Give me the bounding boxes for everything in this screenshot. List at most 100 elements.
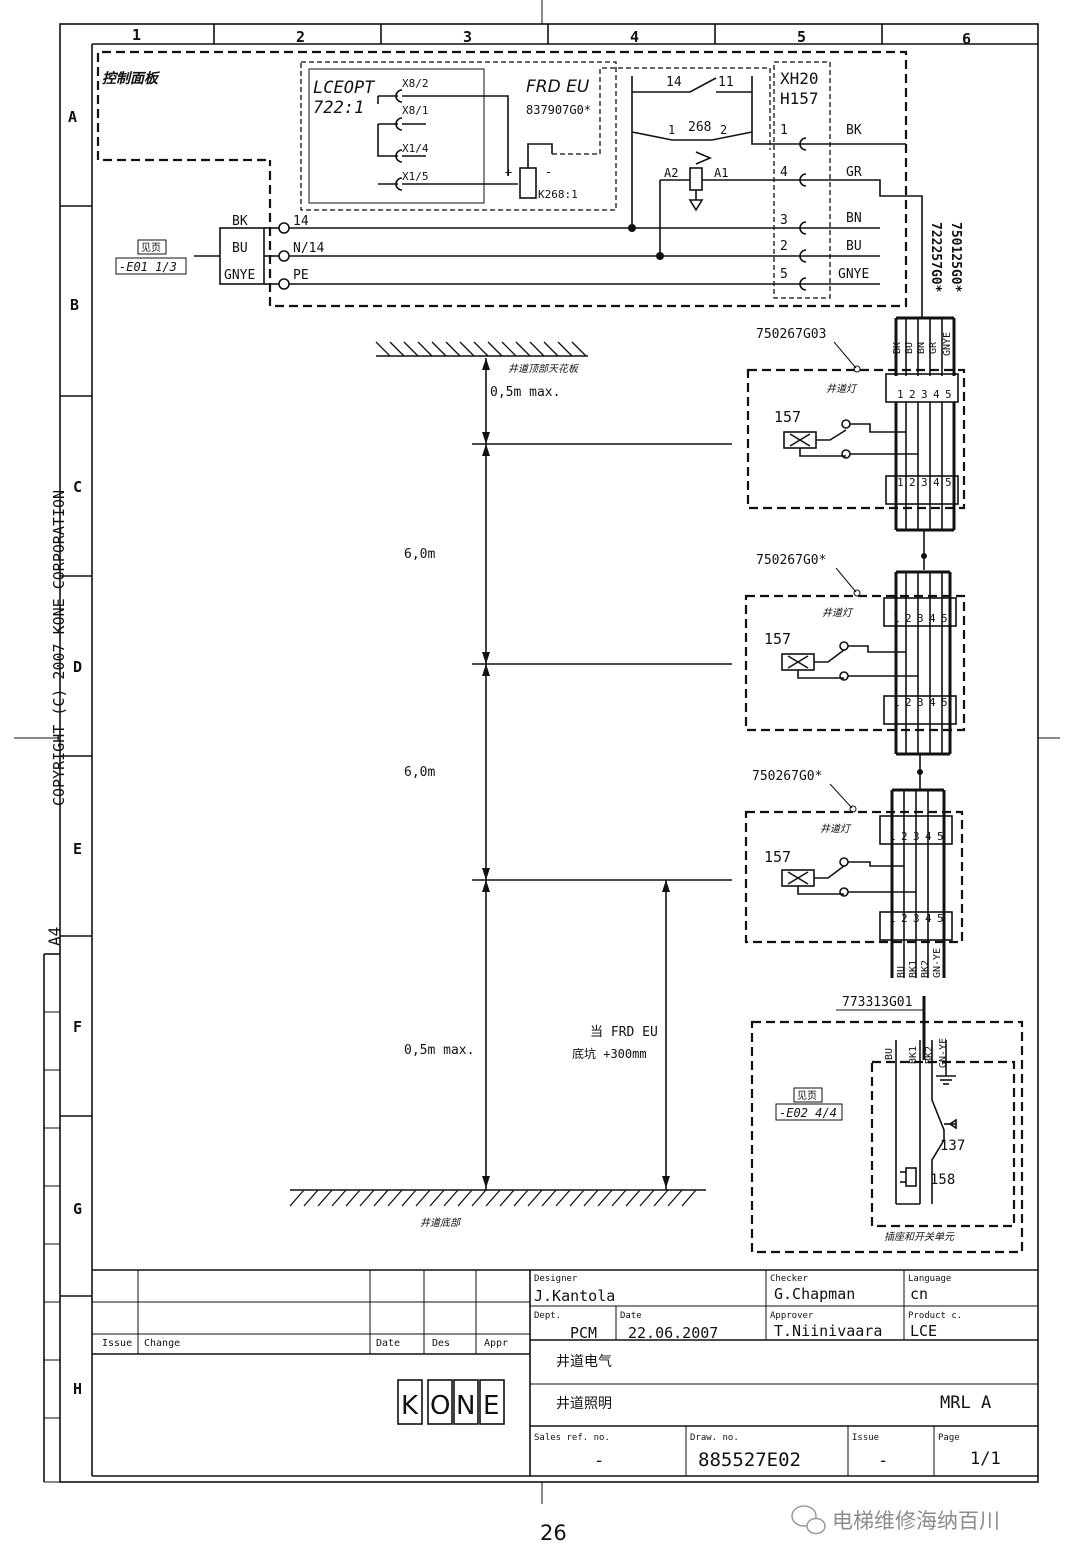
supply-terminal: N/14: [293, 241, 324, 256]
sales-value: -: [594, 1451, 604, 1471]
contact-pin1: 1: [668, 123, 675, 137]
svg-text:3: 3: [921, 388, 928, 401]
svg-text:O: O: [430, 1391, 450, 1421]
product-label: Product c.: [908, 1311, 962, 1321]
column-label: 3: [463, 28, 472, 46]
svg-text:2: 2: [909, 388, 916, 401]
svg-text:K: K: [401, 1391, 419, 1421]
page-value: 1/1: [970, 1449, 1001, 1469]
shaft-lamp: 750267G0* 井道灯 157 BU BK1 BK2 GN-YE: [744, 769, 964, 978]
date-value: 22.06.2007: [628, 1324, 718, 1342]
page-label: Page: [938, 1433, 960, 1443]
wire-label: BU: [846, 239, 862, 254]
svg-text:3: 3: [917, 696, 924, 709]
lamp-code: 750267G0*: [752, 769, 822, 784]
control-panel-title: 控制面板: [102, 70, 161, 87]
dept-value: PCM: [570, 1324, 597, 1342]
switch-number: 137: [940, 1138, 965, 1154]
copyright-text: COPYRIGHT (C) 2007 KONE CORPORATION: [50, 490, 68, 806]
model-value: MRL A: [940, 1393, 991, 1413]
lamp-code: 750267G0*: [756, 553, 826, 568]
frd-note: 底坑 +300mm: [572, 1046, 647, 1061]
connector-pin: 5: [780, 267, 788, 282]
svg-text:1: 1: [889, 912, 896, 925]
page-number: 26: [540, 1521, 567, 1545]
wire-label: GR: [846, 165, 862, 180]
contact-coil: 268: [688, 120, 711, 135]
svg-text:5: 5: [945, 476, 952, 489]
frd-code: 837907G0*: [526, 103, 591, 117]
svg-text:3: 3: [921, 476, 928, 489]
supply-wire: GNYE: [224, 268, 255, 283]
top-wire-label: BU: [904, 342, 915, 354]
svg-text:4: 4: [933, 388, 940, 401]
rev-header: Issue: [102, 1338, 132, 1349]
lceopt-pin: X8/2: [402, 77, 429, 90]
designer-value: J.Kantola: [534, 1287, 615, 1305]
svg-text:4: 4: [925, 912, 932, 925]
top-wire-label: BN: [916, 342, 927, 354]
socket-unit-label: 插座和开关单元: [884, 1231, 955, 1243]
row-label: H: [73, 1380, 82, 1398]
lamp-number: 157: [764, 630, 791, 648]
floor-label: 井道底部: [420, 1217, 462, 1229]
kone-logo: K O N E: [397, 1379, 505, 1425]
svg-text:1: 1: [897, 476, 904, 489]
relay-plus: +: [505, 165, 512, 179]
rev-header: Change: [144, 1338, 180, 1349]
wire-label: BN: [846, 211, 862, 226]
svg-text:1: 1: [893, 612, 900, 625]
row-label: F: [73, 1018, 82, 1036]
dept-label: Dept.: [534, 1311, 561, 1321]
connector-pin: 4: [780, 165, 788, 180]
rev-header: Date: [376, 1338, 400, 1349]
draw-value: 885527E02: [698, 1449, 801, 1471]
ceiling-label: 井道顶部天花板: [508, 363, 580, 375]
bottom-wire-label: BK1: [908, 1046, 919, 1064]
svg-text:5: 5: [941, 696, 948, 709]
lceopt-name: LCEOPT: [313, 78, 376, 98]
bottom-wire-label: BK2: [924, 1046, 935, 1064]
bottom-wire-label: BK1: [908, 960, 919, 978]
relay-minus: -: [545, 165, 552, 179]
column-label: 6: [962, 30, 971, 48]
svg-text:4: 4: [929, 696, 936, 709]
row-label: B: [70, 296, 79, 314]
paper-size-text: A4: [45, 927, 64, 946]
dimension-label: 0,5m max.: [490, 385, 560, 400]
bottom-wire-label: BU: [884, 1048, 895, 1060]
top-wire-label: GR: [928, 341, 939, 354]
wire-label: GNYE: [838, 267, 869, 282]
socket-switch-unit: 773313G01 BU BK1 BK2 GN-YE 137 158 插座和开关…: [750, 995, 1024, 1254]
outer-frame: [59, 23, 1039, 1483]
svg-text:5: 5: [937, 912, 944, 925]
connector-name: XH20: [780, 69, 819, 88]
drawing-title-2: 井道照明: [556, 1396, 612, 1412]
sales-label: Sales ref. no.: [534, 1433, 610, 1443]
rev-header: Des: [432, 1338, 450, 1349]
row-label: D: [73, 658, 82, 676]
connector-pin: 1: [780, 123, 788, 138]
socket-unit-code: 773313G01: [842, 995, 912, 1010]
supply-wire: BU: [232, 241, 248, 256]
lceopt-pin: X8/1: [402, 104, 429, 117]
svg-text:4: 4: [925, 830, 932, 843]
draw-label: Draw. no.: [690, 1433, 739, 1443]
ref-label: 见页: [797, 1090, 817, 1102]
cable-code: 750125G0*: [948, 222, 963, 293]
bottom-wire-label: GN-YE: [938, 1038, 949, 1068]
cable-trunk: BK BU BN GR GNYE: [892, 316, 956, 376]
lceopt-pin: X1/4: [402, 142, 429, 155]
top-wire-label: BK: [892, 342, 903, 354]
row-label: C: [73, 478, 82, 496]
language-value: cn: [910, 1285, 928, 1303]
issue-value: -: [878, 1451, 888, 1471]
svg-text:3: 3: [913, 912, 920, 925]
svg-text:5: 5: [941, 612, 948, 625]
lceopt-pin: X1/5: [402, 170, 429, 183]
connector-name: H157: [780, 89, 819, 108]
bottom-wire-label: BK2: [920, 960, 931, 978]
dimension-label: 0,5m max.: [404, 1043, 474, 1058]
contact-pin2: 2: [720, 123, 727, 137]
